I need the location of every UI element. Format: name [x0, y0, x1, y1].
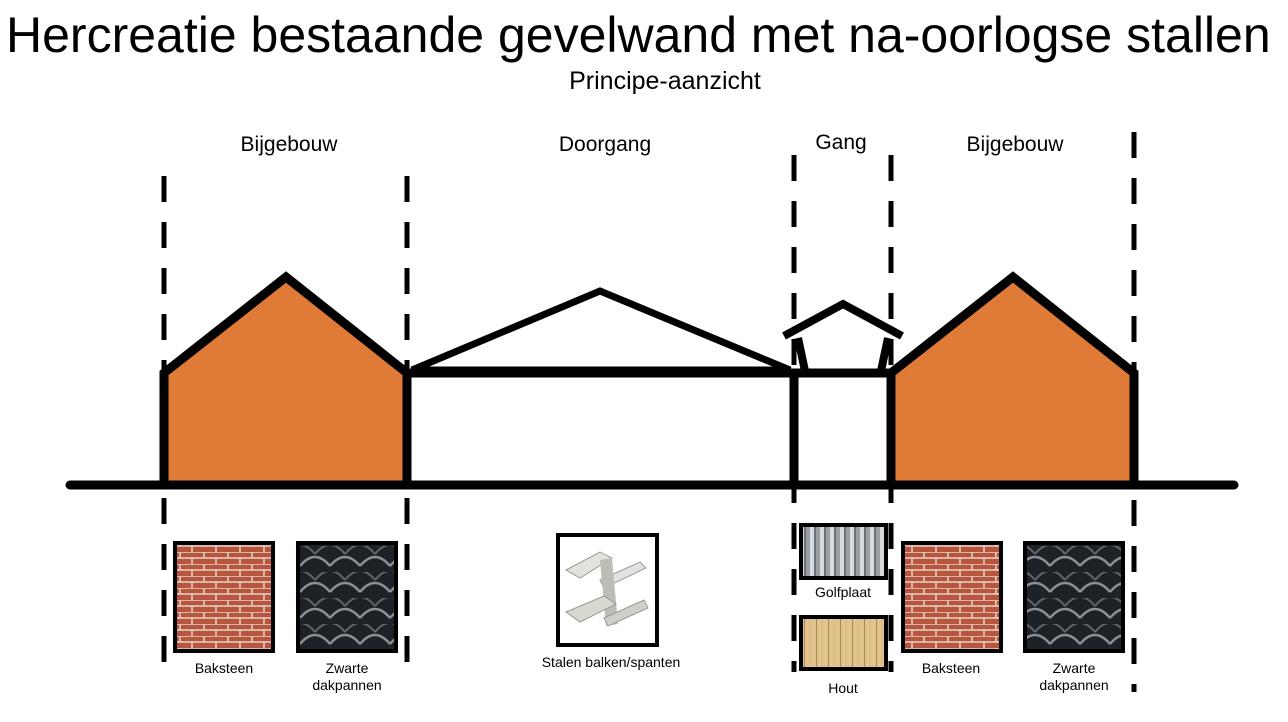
- corrugated-swatch: [799, 523, 888, 580]
- brick-swatch-left: [173, 541, 275, 653]
- passage-block: [402, 368, 799, 490]
- label-tiles-left-line1: Zwarte: [325, 660, 369, 676]
- label-brick-left: Baksteen: [194, 660, 254, 676]
- steel-swatch: [556, 533, 659, 647]
- label-steel: Stalen balken/spanten: [541, 654, 681, 670]
- label-tiles-right-line1: Zwarte: [1052, 660, 1096, 676]
- zone-label-corridor: Gang: [815, 131, 867, 154]
- label-tiles-right-line2: dakpannen: [1039, 677, 1109, 693]
- zone-label-right-annex: Bijgebouw: [966, 133, 1064, 156]
- zone-label-passage: Doorgang: [558, 133, 652, 156]
- page-title: Hercreatie bestaande gevelwand met na-oo…: [6, 7, 1271, 63]
- label-tiles-left-line2: dakpannen: [312, 677, 382, 693]
- corridor-block: [789, 368, 896, 490]
- tiles-swatch-left: [296, 541, 398, 653]
- corridor-cap-support-right: [877, 337, 892, 372]
- tiles-swatch-right: [1023, 541, 1125, 653]
- label-brick-right: Baksteen: [921, 660, 981, 676]
- corridor-cap-support-left: [794, 337, 809, 372]
- page-subtitle: Principe-aanzicht: [569, 67, 761, 95]
- zone-label-left-annex: Bijgebouw: [240, 133, 338, 156]
- right-annex-shape: [886, 271, 1139, 490]
- label-wood: Hout: [828, 680, 858, 696]
- left-annex-shape: [159, 271, 412, 490]
- brick-swatch-right: [901, 541, 1003, 653]
- label-corrugated: Golfplaat: [814, 584, 872, 600]
- corridor-cap: [782, 299, 904, 340]
- passage-truss: [410, 287, 792, 374]
- wood-swatch: [799, 615, 888, 671]
